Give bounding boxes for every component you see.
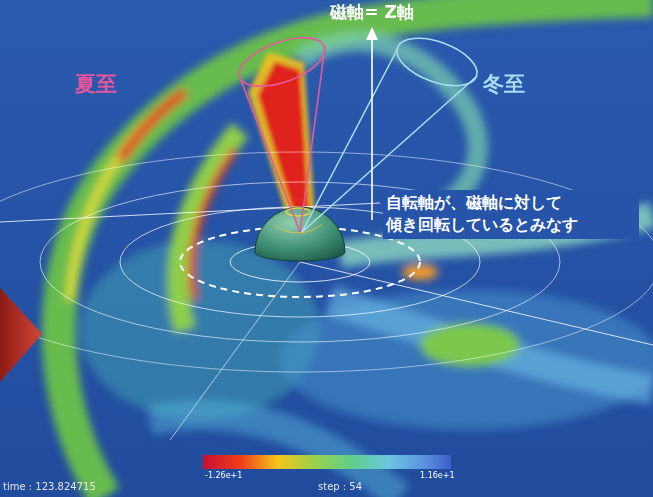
colorbar-max: 1.16e+1 — [420, 471, 455, 480]
axis-line — [371, 38, 373, 220]
slide-arrow — [0, 288, 42, 382]
jet-halo — [248, 52, 316, 232]
polar-ring — [286, 208, 310, 216]
plasma-hotspot — [120, 92, 185, 160]
axis-label: 磁軸= Z軸 — [330, 3, 414, 23]
note-text: 自転軸が、磁軸に対して 傾き回転しているとみなす — [383, 190, 639, 239]
planet-hemisphere — [255, 207, 345, 261]
planet-dome — [255, 207, 345, 261]
summer-cone-side — [240, 78, 300, 232]
plasma-hotspot — [192, 150, 235, 300]
plasma-band — [178, 130, 240, 330]
grid-line — [300, 262, 653, 345]
winter-cone-rim — [391, 29, 484, 95]
summer-cone-side — [300, 47, 325, 232]
plasma-band — [70, 120, 150, 300]
plasma-patch — [420, 323, 520, 367]
plasma-band — [59, 0, 653, 497]
plasma-jet — [248, 52, 316, 232]
step-readout: step : 54 — [318, 481, 362, 493]
z-axis-arrow — [366, 27, 378, 220]
summer-cone-rim — [233, 28, 331, 96]
time-readout: time : 123.824715 — [3, 481, 96, 493]
season-label: 夏至 — [75, 72, 117, 96]
grid-line — [170, 262, 300, 440]
colorbar — [203, 455, 451, 469]
grid-lines — [0, 152, 653, 440]
axis-arrowhead — [366, 27, 378, 40]
season-label: 冬至 — [483, 72, 525, 96]
colorbar-min: -1.26e+1 — [205, 471, 242, 480]
plasma-field — [59, 0, 653, 497]
plasma-band — [330, 300, 653, 390]
plasma-band — [300, 42, 478, 215]
plasma-haze — [80, 240, 320, 420]
